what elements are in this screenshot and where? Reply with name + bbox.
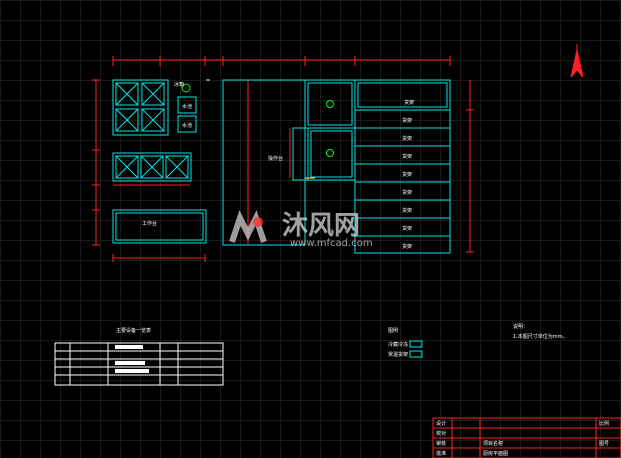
tb-check: 校对 (436, 430, 446, 437)
label-shelf-2: 货架 (402, 135, 412, 142)
mfcad-logo-icon (229, 210, 267, 243)
legend-item1: 冷藏冷冻 (388, 341, 408, 348)
label-shelf-8: 货架 (402, 243, 412, 250)
label-shelf-3: 货架 (402, 153, 412, 160)
label-shelf-1: 货架 (402, 117, 412, 124)
tb-scale: 比例 (599, 420, 609, 427)
watermark-url: www.mfcad.com (290, 238, 373, 249)
legend-item2: 常温货架 (388, 351, 408, 358)
marks (206, 79, 315, 179)
equipment-table (54, 342, 224, 386)
table-caption: 主要设备一览表 (116, 327, 151, 334)
label-shelf-4: 货架 (402, 171, 412, 178)
tb-approve: 批准 (436, 450, 446, 457)
kitchen-layout (112, 79, 451, 358)
notes-line1: 1.本图尺寸单位为mm。 (513, 333, 568, 340)
legend-title: 图例 (388, 327, 398, 334)
fixtures (181, 83, 334, 157)
label-sink-a: 水池 (182, 103, 192, 110)
label-shelf-7: 货架 (402, 225, 412, 232)
top-dimensions (92, 56, 474, 262)
tb-sheet: 图号 (599, 441, 609, 447)
label-shelf-6: 货架 (402, 207, 412, 214)
tb-design: 设计 (436, 420, 446, 427)
label-fridge-top: 冰箱 (174, 81, 184, 88)
north-arrow-icon (570, 44, 584, 78)
tb-drawing: 厨房平面图 (483, 450, 508, 457)
watermark-brand: 沐风网 (282, 211, 360, 241)
label-shelf-5: 货架 (402, 189, 412, 196)
label-shelf: 货架 (404, 99, 414, 106)
watermark: 沐风网 www.mfcad.com (229, 210, 373, 249)
label-prep: 操作台 (268, 155, 283, 162)
label-sink-b: 水池 (182, 122, 192, 129)
title-block (432, 417, 621, 458)
notes-title: 说明： (513, 323, 528, 330)
label-counter: 工作台 (142, 220, 157, 227)
tb-project: 项目名称 (483, 440, 503, 447)
tb-audit: 审核 (436, 440, 446, 447)
